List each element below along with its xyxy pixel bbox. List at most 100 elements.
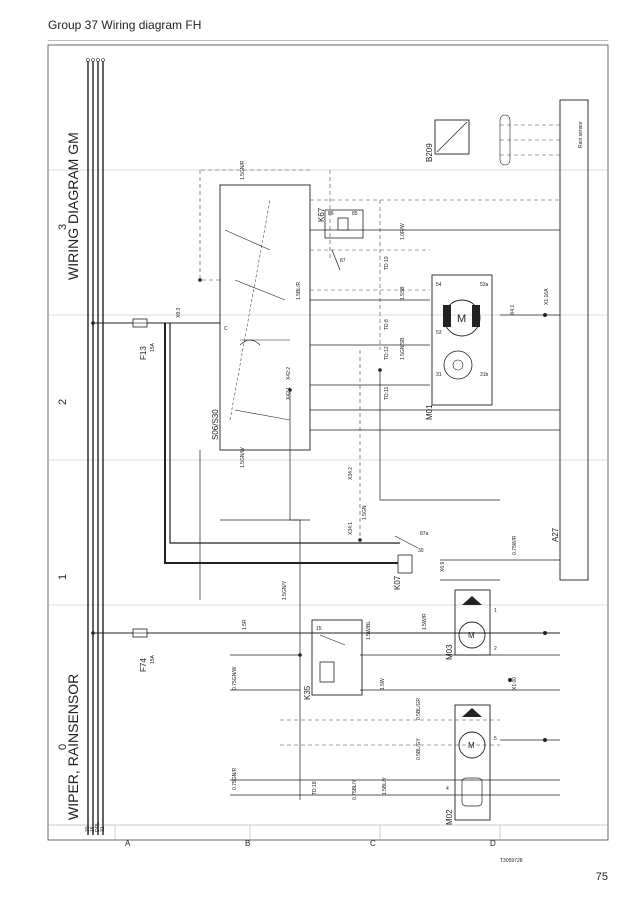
wire-label-29: TD:12	[384, 346, 390, 360]
diagram-frame	[47, 44, 609, 841]
motor-m02	[454, 704, 491, 821]
terminal-label-1: 53	[436, 330, 442, 336]
wire-label-2: 1.5GN	[362, 505, 368, 520]
col-marker-2: 2	[57, 399, 69, 405]
wire-label-23: X6:9	[440, 561, 446, 572]
junction-dots	[198, 278, 382, 657]
wire-label-4: 1.5GN/Y	[282, 580, 288, 600]
terminal-label-5: 1	[494, 608, 497, 614]
relay-k35	[311, 619, 363, 696]
fuse-f74-rating: 15A	[150, 654, 156, 664]
page-header-title: Group 37 Wiring diagram FH	[48, 18, 202, 32]
sensor-b209	[434, 114, 511, 166]
diagram-title-left: WIPER, RAINSENSOR	[65, 674, 81, 820]
wire-label-17: 1.0R/W	[400, 223, 406, 240]
solid-wires	[199, 229, 560, 800]
wire-label-15: 0.5BL/GY	[416, 738, 422, 760]
wire-label-0: 1.5GN/R	[240, 160, 246, 180]
wire-label-6: 1.5BL/Y	[382, 777, 388, 795]
motor-m01	[431, 274, 493, 406]
row-marker-b: B	[245, 839, 250, 848]
terminal-label-7: 4	[446, 786, 449, 792]
motor-m01-label: M01	[425, 404, 434, 420]
relay-k67	[324, 209, 364, 271]
motor-m01-symbol: M	[457, 313, 466, 325]
relay-k07	[394, 535, 419, 574]
supply-buses	[86, 58, 105, 835]
wire-label-5: 1.5W/BL	[366, 621, 372, 640]
bus-label-30: 30	[85, 826, 91, 832]
terminal-label-12: 87a	[420, 531, 429, 537]
module-a27-desc: Rain sensor	[578, 121, 584, 148]
wire-label-19: X34:1	[348, 522, 354, 535]
terminal-label-2: 31	[436, 372, 442, 378]
module-a27-label: A27	[551, 527, 560, 542]
fuse-f13	[132, 318, 148, 328]
row-marker-d: D	[490, 839, 496, 848]
sensor-b209-label: B209	[425, 143, 434, 162]
drawing-number: T3059728	[500, 858, 523, 864]
wire-label-3: 1.5SB	[400, 286, 406, 300]
fuse-f74-label: F74	[139, 658, 148, 672]
wire-label-24: X8:3	[176, 307, 182, 318]
col-marker-0: 0	[57, 744, 69, 750]
row-marker-c: C	[370, 839, 376, 848]
wire-label-16: 0.5BL/GR	[416, 698, 422, 720]
wire-label-18: 0.75GN/W	[232, 666, 238, 690]
wire-label-11: 0.75W/R	[512, 535, 518, 555]
relay-k35-label: K35	[303, 685, 312, 700]
wire-label-20: X34:2	[348, 467, 354, 480]
terminal-label-14: 15	[316, 626, 322, 632]
wire-label-7: 1.5R	[242, 619, 248, 630]
switch-s06-s30	[219, 184, 311, 451]
wire-label-30: TD:8	[384, 319, 390, 330]
wire-label-31: TD:19	[384, 256, 390, 270]
motor-m03-label: M03	[445, 644, 454, 660]
terminal-label-11: 87	[340, 258, 346, 264]
diagram-title-right: WIRING DIAGRAM GM	[65, 132, 81, 280]
page-number: 75	[595, 871, 608, 883]
row-marker-a: A	[125, 839, 131, 848]
motor-m02-label: M02	[445, 809, 454, 825]
motor-m03	[454, 589, 491, 656]
wire-label-9: 0.75GN/R	[232, 767, 238, 790]
dashed-wires	[199, 124, 560, 746]
wire-label-12: 1.5W/R	[422, 613, 428, 630]
module-a27	[559, 99, 589, 581]
motor-m03-symbol: M	[468, 631, 475, 640]
terminal-label-15: C	[224, 326, 228, 332]
bus-label-15: 15	[90, 826, 96, 832]
terminal-label-0: 54	[436, 282, 442, 288]
terminal-label-3: 53a	[480, 282, 489, 288]
relay-k67-label: K67	[317, 207, 326, 222]
motor-m02-symbol: M	[468, 741, 475, 750]
fuse-f13-rating: 15A	[150, 342, 156, 352]
wire-label-27: X4:1	[510, 304, 516, 315]
wire-label-1: 1.5GN/W	[240, 447, 246, 468]
wire-label-10: 0.75BL/Y	[352, 779, 358, 800]
terminal-label-13: 30	[418, 548, 424, 554]
terminal-label-8: 5	[494, 736, 497, 742]
wire-label-8: 1.5W	[380, 678, 386, 690]
wire-label-13: 1.5GN/SB	[400, 337, 406, 360]
wire-label-14: 1.5BL/R	[296, 282, 302, 300]
terminal-label-10: 85	[352, 211, 358, 217]
wire-label-21: X42:1	[286, 387, 292, 400]
bus-label-drl: DRL	[95, 822, 101, 832]
col-marker-3: 3	[57, 224, 69, 230]
wire-label-26: X1:16A	[544, 288, 550, 305]
wire-label-32: TD:18	[312, 781, 318, 795]
fuse-f74	[132, 628, 148, 638]
ground-points	[508, 313, 547, 742]
header-rule	[48, 40, 608, 41]
relay-k07-label: K07	[393, 575, 402, 590]
fuse-f13-label: F13	[139, 346, 148, 360]
col-marker-1: 1	[57, 574, 69, 580]
switch-s06-label: S06/S30	[211, 409, 220, 440]
wire-label-22: X42:2	[286, 367, 292, 380]
wire-label-25: X1:00	[512, 677, 518, 690]
wire-label-28: TD:11	[384, 387, 390, 400]
terminal-label-9: 86	[328, 211, 334, 217]
terminal-label-6: 2	[494, 646, 497, 652]
